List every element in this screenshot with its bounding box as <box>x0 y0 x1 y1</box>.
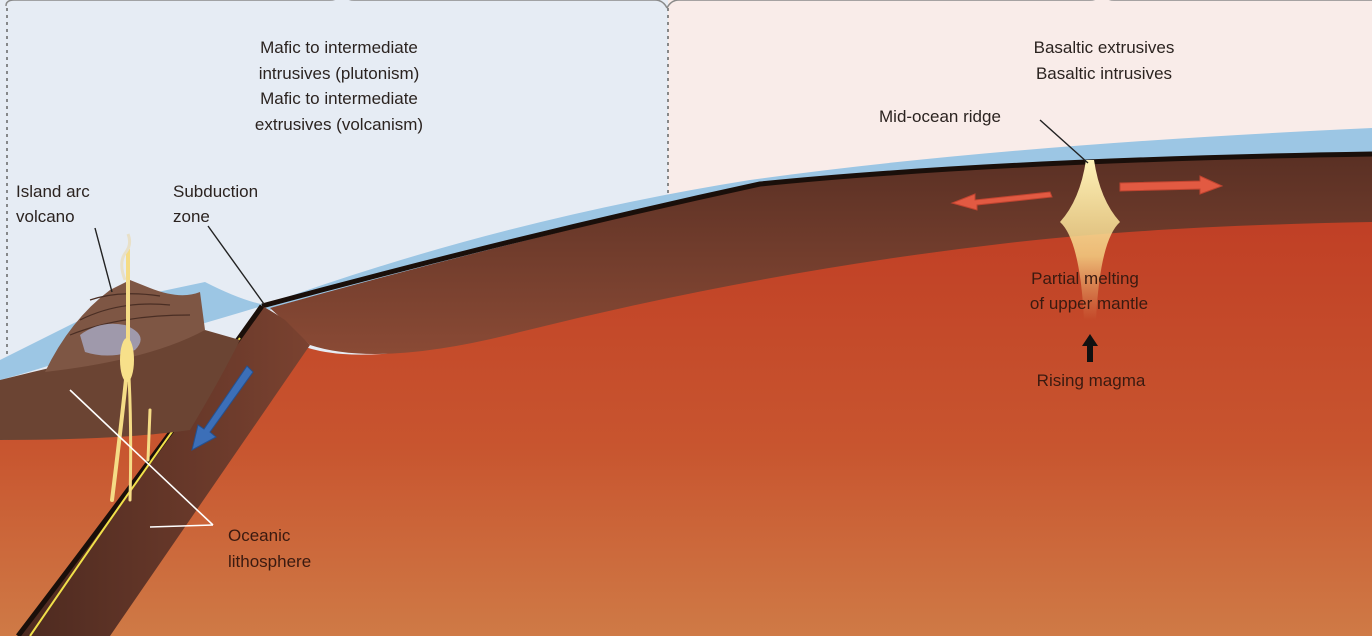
oceanic-lithosphere-label-line2: lithosphere <box>228 552 311 571</box>
magma-chamber <box>120 338 134 382</box>
island-arc-label-line1: Island arc <box>16 182 90 201</box>
oceanic-lithosphere-label-line1: Oceanic <box>228 526 291 545</box>
island-arc-label-line2: volcano <box>16 207 75 226</box>
basaltic-extrusives-label: Basaltic extrusives <box>1034 38 1175 57</box>
mafic-label-line3: Mafic to intermediate <box>260 89 418 108</box>
partial-melting-label-line1: Partial melting <box>1031 269 1139 288</box>
subduction-label-line1: Subduction <box>173 182 258 201</box>
mafic-label-line4: extrusives (volcanism) <box>255 115 423 134</box>
basaltic-intrusives-label: Basaltic intrusives <box>1036 64 1172 83</box>
mid-ocean-ridge-label: Mid-ocean ridge <box>879 107 1001 126</box>
mafic-label-line2: intrusives (plutonism) <box>259 64 420 83</box>
subduction-label-line2: zone <box>173 207 210 226</box>
rising-magma-label: Rising magma <box>1037 371 1146 390</box>
mafic-label-line1: Mafic to intermediate <box>260 38 418 57</box>
partial-melting-label-line2: of upper mantle <box>1030 294 1148 313</box>
